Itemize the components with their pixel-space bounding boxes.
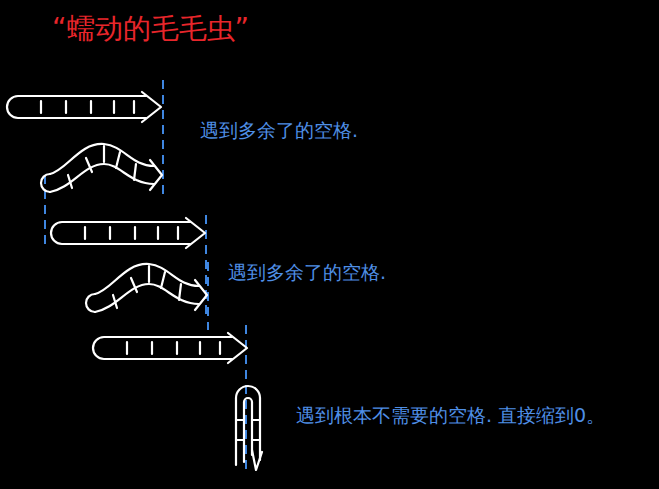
diagram-title: “蠕动的毛毛虫” — [52, 10, 249, 48]
folded-caterpillar — [236, 386, 262, 470]
annotation-note: 遇到多余了的空格. — [228, 260, 386, 286]
annotation-note: 遇到根本不需要的空格. 直接缩到0。 — [296, 403, 605, 429]
annotation-note: 遇到多余了的空格. — [200, 118, 358, 144]
